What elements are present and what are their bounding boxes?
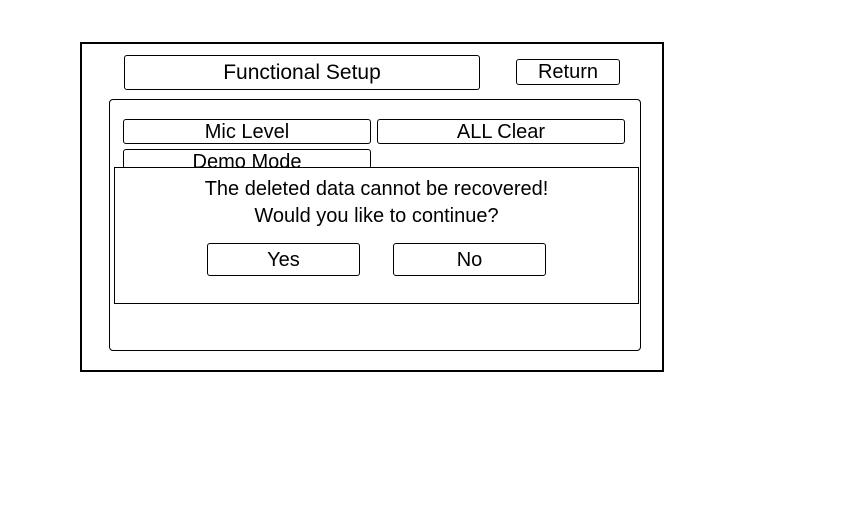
dialog-message-warning: The deleted data cannot be recovered! [204,178,549,200]
page-title: Functional Setup [124,55,480,90]
yes-button[interactable]: Yes [207,243,360,276]
no-button[interactable]: No [393,243,546,276]
mic-level-button[interactable]: Mic Level [123,119,371,144]
all-clear-button[interactable]: ALL Clear [377,119,625,144]
dialog-message-question: Would you like to continue? [254,205,499,227]
return-button[interactable]: Return [516,59,620,85]
confirm-dialog: The deleted data cannot be recovered! Wo… [114,167,639,304]
demo-mode-button[interactable]: Demo Mode [123,149,371,169]
display-screen: Functional Setup Return Mic Level ALL Cl… [80,42,664,372]
